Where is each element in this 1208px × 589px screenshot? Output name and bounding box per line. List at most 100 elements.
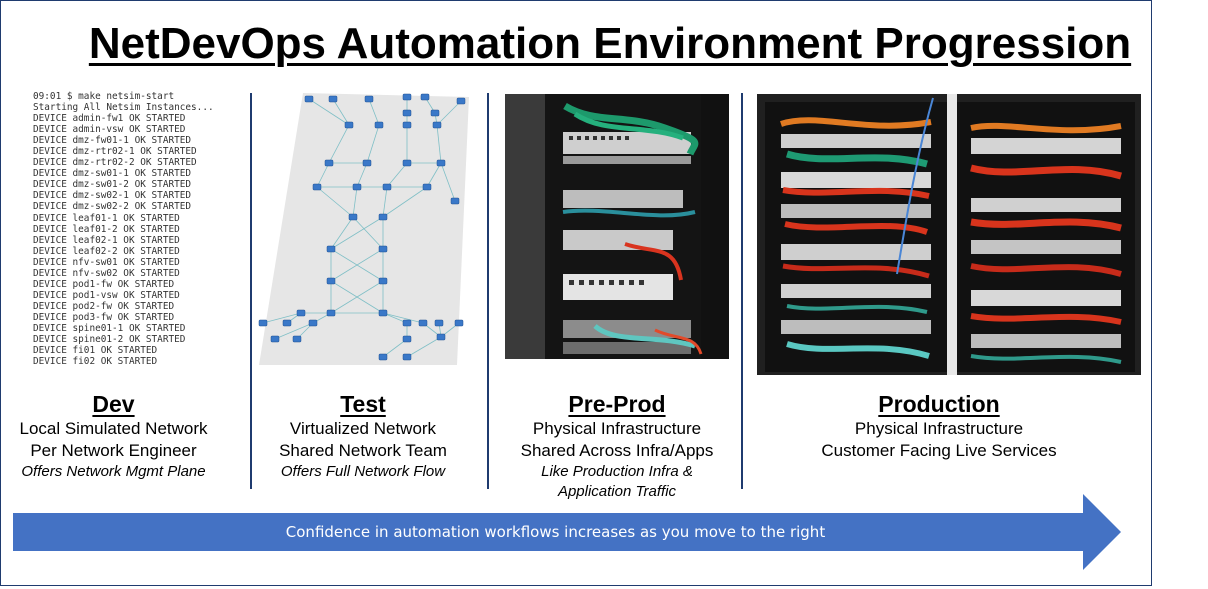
topology-node-icon: [344, 121, 354, 129]
terminal-line: DEVICE dmz-sw01-2 OK STARTED: [33, 179, 192, 191]
topology-link: [368, 98, 380, 126]
topology-node-icon: [292, 335, 302, 343]
divider-2: [487, 93, 489, 489]
topology-node-icon: [324, 159, 334, 167]
topology-link: [382, 312, 424, 324]
topology-node-icon: [402, 159, 412, 167]
topology-node-icon: [378, 277, 388, 285]
topology-link: [316, 186, 354, 218]
stage-test-line2: Shared Network Team: [279, 441, 447, 460]
topology-node-icon: [422, 183, 432, 191]
topology-node-icon: [258, 319, 268, 327]
topology-link: [406, 336, 442, 358]
topology-node-icon: [402, 335, 412, 343]
topology-node-icon: [430, 109, 440, 117]
topology-link: [426, 162, 442, 188]
production-racks-photo: [757, 94, 1141, 375]
topology-node-icon: [328, 95, 338, 103]
topology-link: [382, 186, 388, 218]
topology-node-icon: [352, 183, 362, 191]
terminal-line: DEVICE pod1-fw OK STARTED: [33, 278, 175, 290]
terminal-line: DEVICE admin-fw1 OK STARTED: [33, 113, 186, 125]
topology-link: [386, 162, 408, 188]
stage-dev-name: Dev: [92, 391, 135, 417]
topology-node-icon: [418, 319, 428, 327]
confidence-arrow: [13, 494, 1121, 570]
topology-link: [436, 124, 442, 164]
terminal-line: DEVICE spine01-2 OK STARTED: [33, 334, 186, 346]
terminal-line: DEVICE admin-vsw OK STARTED: [33, 124, 186, 136]
stage-production: Production Physical Infrastructure Custo…: [767, 391, 1111, 462]
topology-node-icon: [436, 333, 446, 341]
topology-node-icon: [436, 159, 446, 167]
topology-link: [274, 322, 314, 340]
topology-link: [440, 162, 456, 202]
stage-test-line1: Virtualized Network: [289, 419, 437, 438]
terminal-line: DEVICE dmz-rtr02-1 OK STARTED: [33, 146, 197, 158]
topology-node-icon: [308, 319, 318, 327]
topology-node-icon: [326, 245, 336, 253]
topology-node-icon: [326, 277, 336, 285]
terminal-line: 09:01 $ make netsim-start: [33, 91, 175, 102]
topology-node-icon: [270, 335, 280, 343]
terminal-line: DEVICE fi01 OK STARTED: [33, 345, 158, 357]
stage-preprod-line1: Physical Infrastructure: [532, 419, 702, 438]
topology-node-icon: [402, 93, 412, 101]
terminal-line: DEVICE pod3-fw OK STARTED: [33, 311, 175, 323]
topology-node-icon: [364, 95, 374, 103]
terminal-line: DEVICE spine01-1 OK STARTED: [33, 322, 186, 334]
topology-node-icon: [432, 121, 442, 129]
topology-link: [352, 186, 358, 218]
stage-dev-line1: Local Simulated Network: [19, 419, 208, 438]
topology-node-icon: [296, 309, 306, 317]
topology-link: [436, 100, 462, 126]
topology-node-icon: [326, 309, 336, 317]
topology-node-icon: [312, 183, 322, 191]
topology-node-icon: [450, 197, 460, 205]
stage-test-italic1: Offers Full Network Flow: [280, 463, 446, 480]
topology-node-icon: [348, 213, 358, 221]
stage-dev: Dev Local Simulated Network Per Network …: [1, 391, 226, 482]
stage-production-name: Production: [878, 391, 1000, 417]
topology-node-icon: [374, 121, 384, 129]
terminal-line: DEVICE pod1-vsw OK STARTED: [33, 289, 180, 301]
stage-preprod-line2: Shared Across Infra/Apps: [520, 441, 714, 460]
terminal-line: DEVICE nfv-sw01 OK STARTED: [33, 256, 180, 268]
topology-node-icon: [378, 353, 388, 361]
terminal-line: DEVICE fi02 OK STARTED: [33, 356, 158, 368]
topology-link: [316, 162, 330, 188]
divider-1: [250, 93, 252, 489]
terminal-line: DEVICE pod2-fw OK STARTED: [33, 300, 175, 312]
terminal-line: DEVICE dmz-sw01-1 OK STARTED: [33, 168, 192, 180]
topology-link: [352, 216, 384, 250]
confidence-arrow-text: Confidence in automation workflows incre…: [285, 523, 826, 541]
topology-node-icon: [402, 121, 412, 129]
topology-node-icon: [402, 109, 412, 117]
terminal-line: DEVICE leaf01-1 OK STARTED: [33, 212, 180, 224]
terminal-line: DEVICE leaf01-2 OK STARTED: [33, 223, 180, 235]
topology-node-icon: [420, 93, 430, 101]
topology-link: [356, 162, 368, 188]
stage-production-line1: Physical Infrastructure: [854, 419, 1024, 438]
topology-link: [330, 216, 354, 250]
topology-link: [332, 98, 350, 126]
preprod-rack-photo: [505, 94, 729, 359]
topology-link: [330, 248, 384, 282]
topology-link: [262, 312, 302, 324]
terminal-line: DEVICE nfv-sw02 OK STARTED: [33, 267, 180, 279]
topology-node-icon: [304, 95, 314, 103]
topology-link: [382, 338, 408, 358]
slide-title: NetDevOps Automation Environment Progres…: [88, 19, 1132, 68]
stage-test: Test Virtualized Network Shared Network …: [253, 391, 473, 482]
topology-link: [308, 98, 350, 126]
topology-node-icon: [402, 353, 412, 361]
stage-preprod-italic1: Like Production Infra &: [541, 463, 693, 480]
stage-dev-line2: Per Network Engineer: [30, 441, 197, 460]
stage-preprod-name: Pre-Prod: [568, 391, 666, 417]
topology-node-icon: [456, 97, 466, 105]
topology-node-icon: [434, 319, 444, 327]
terminal-line: DEVICE dmz-sw02-1 OK STARTED: [33, 190, 192, 202]
topology-link: [382, 186, 428, 218]
topology-link: [330, 280, 384, 314]
topology-node-icon: [454, 319, 464, 327]
